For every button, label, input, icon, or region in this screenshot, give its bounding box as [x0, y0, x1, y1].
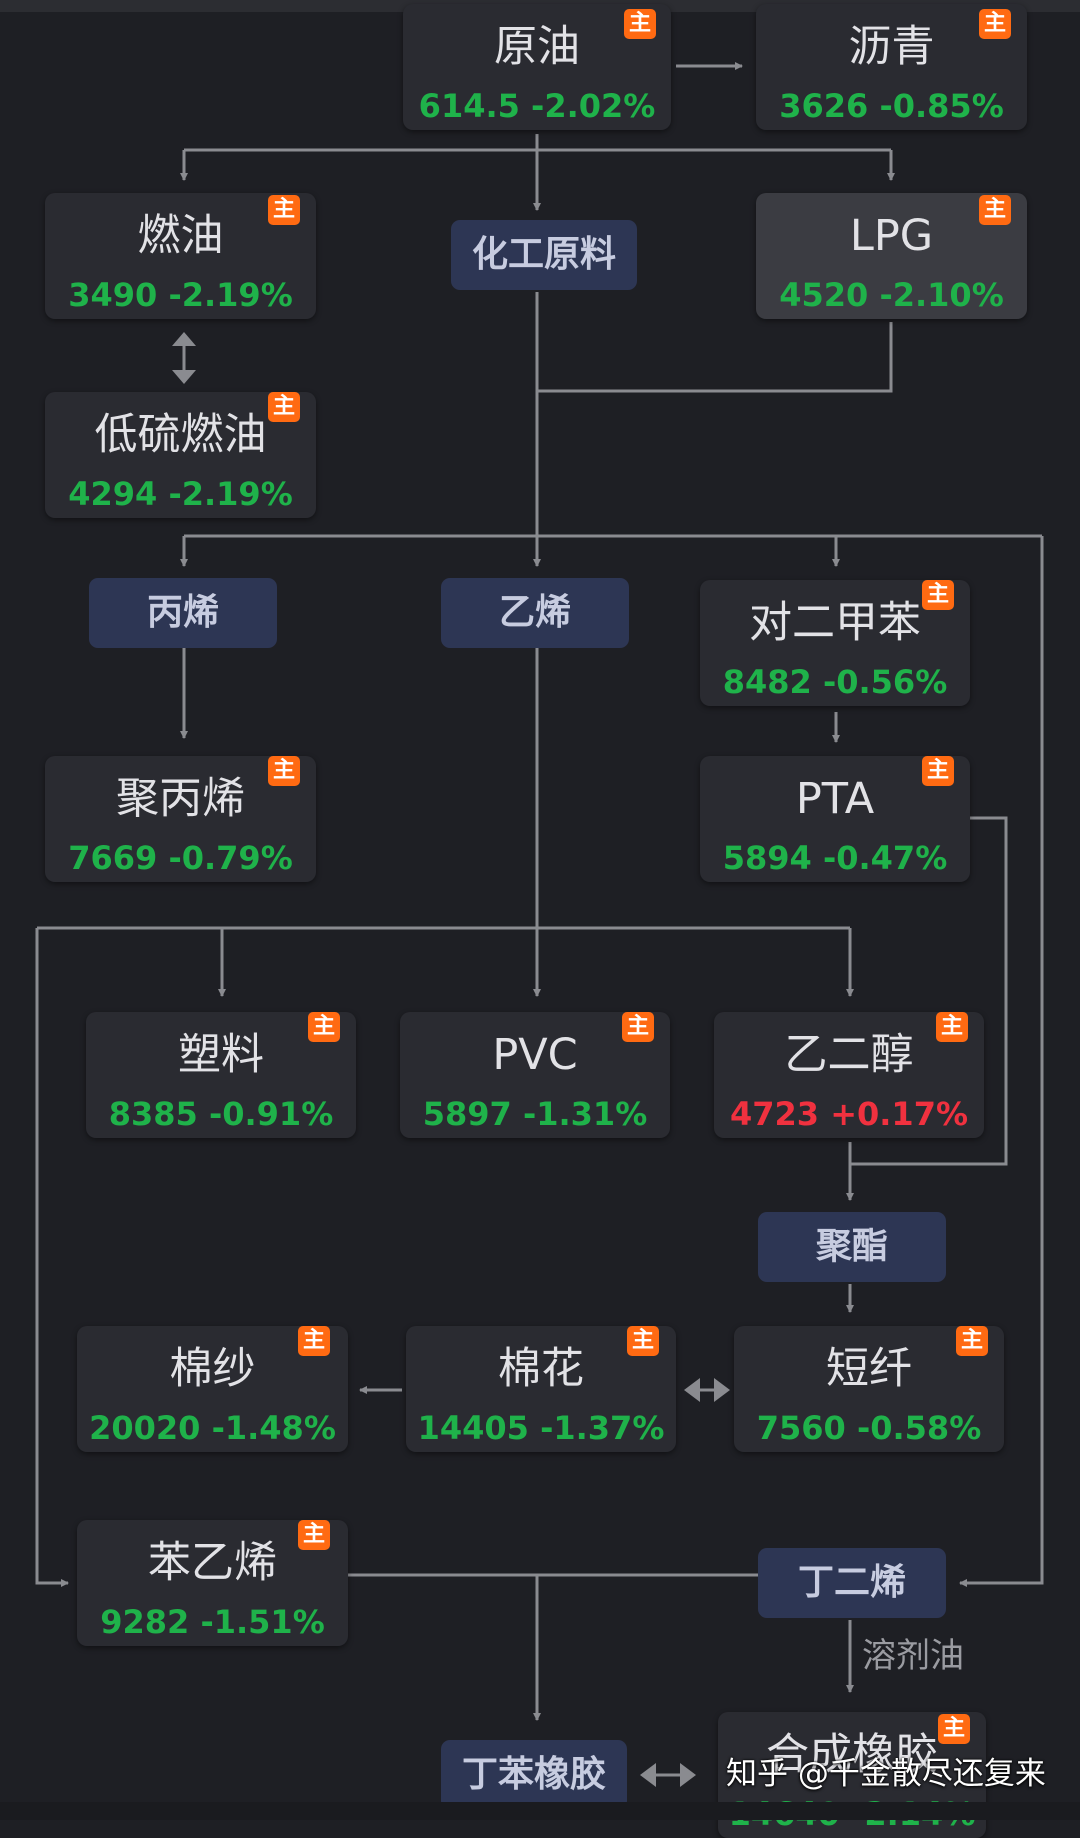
main-contract-badge: 主 [308, 1012, 340, 1042]
product-name: 燃油 [137, 211, 224, 261]
main-contract-badge: 主 [624, 9, 656, 39]
category-polyester[interactable]: 聚酯 [758, 1212, 946, 1282]
product-name: 棉花 [498, 1344, 584, 1394]
card-pvc[interactable]: PVC 5897 -1.31% 主 [400, 1012, 670, 1138]
product-name: 短纤 [826, 1344, 912, 1394]
card-lpg[interactable]: LPG 4520 -2.10% 主 [756, 193, 1027, 319]
watermark: 知乎 @千金散尽还复来 [726, 1756, 1046, 1792]
product-name: 苯乙烯 [148, 1538, 277, 1588]
product-quote: 3490 -2.19% [68, 276, 293, 314]
product-quote: 7669 -0.79% [68, 839, 293, 877]
arrowhead-left-sbr [640, 1763, 656, 1787]
main-contract-badge: 主 [979, 9, 1011, 39]
product-quote: 614.5 -2.02% [418, 87, 656, 125]
product-quote: 4294 -2.19% [68, 475, 293, 513]
main-contract-badge: 主 [922, 580, 954, 610]
card-staple-fiber[interactable]: 短纤 7560 -0.58% 主 [734, 1326, 1004, 1452]
bottom-edge-bar [0, 1802, 1080, 1820]
card-px[interactable]: 对二甲苯 8482 -0.56% 主 [700, 580, 970, 706]
category-chemical-materials[interactable]: 化工原料 [451, 220, 637, 290]
product-quote: 7560 -0.58% [756, 1409, 982, 1447]
product-quote: 5894 -0.47% [722, 839, 948, 877]
product-quote: 3626 -0.85% [779, 87, 1004, 125]
card-pta[interactable]: PTA 5894 -0.47% 主 [700, 756, 970, 882]
product-name: 乙二醇 [784, 1030, 914, 1080]
card-eg[interactable]: 乙二醇 4723 +0.17% 主 [714, 1012, 984, 1138]
product-name: 沥青 [848, 22, 935, 72]
arrow-to-styrene [35, 928, 69, 1587]
product-quote: 5897 -1.31% [422, 1095, 648, 1133]
product-quote: 20020 -1.48% [89, 1409, 336, 1447]
card-cotton-yarn[interactable]: 棉纱 20020 -1.48% 主 [77, 1326, 348, 1452]
category-butadiene[interactable]: 丁二烯 [758, 1548, 946, 1618]
product-name: 塑料 [178, 1030, 264, 1080]
arrow-to-butadiene [959, 536, 1044, 1587]
product-name: 聚丙烯 [116, 774, 245, 824]
arrowhead-up-fuel-oil [172, 332, 196, 346]
main-contract-badge: 主 [922, 756, 954, 786]
product-name: 对二甲苯 [749, 598, 921, 648]
arrowhead-left-cotton [684, 1378, 700, 1402]
main-contract-badge: 主 [936, 1012, 968, 1042]
category-propylene[interactable]: 丙烯 [89, 578, 277, 648]
category-sbr[interactable]: 丁苯橡胶 [441, 1740, 627, 1810]
main-contract-badge: 主 [268, 756, 300, 786]
main-contract-badge: 主 [298, 1326, 330, 1356]
product-name: PVC [492, 1030, 578, 1080]
product-name: 低硫燃油 [94, 410, 267, 460]
main-contract-badge: 主 [979, 195, 1011, 225]
card-low-sulfur-fuel-oil[interactable]: 低硫燃油 4294 -2.19% 主 [45, 392, 316, 518]
category-ethylene[interactable]: 乙烯 [441, 578, 629, 648]
card-plastic[interactable]: 塑料 8385 -0.91% 主 [86, 1012, 356, 1138]
product-quote: 8482 -0.56% [722, 663, 948, 701]
product-quote: 4723 +0.17% [729, 1095, 969, 1133]
arrowhead-right-synthetic [680, 1763, 696, 1787]
product-quote: 8385 -0.91% [108, 1095, 334, 1133]
product-name: LPG [849, 211, 934, 261]
main-contract-badge: 主 [298, 1520, 330, 1550]
main-contract-badge: 主 [627, 1326, 659, 1356]
product-name: PTA [795, 774, 875, 824]
card-styrene[interactable]: 苯乙烯 9282 -1.51% 主 [77, 1520, 348, 1646]
main-contract-badge: 主 [268, 195, 300, 225]
product-quote: 4520 -2.10% [779, 276, 1004, 314]
product-name: 棉纱 [169, 1344, 256, 1394]
card-cotton[interactable]: 棉花 14405 -1.37% 主 [406, 1326, 676, 1452]
card-pp[interactable]: 聚丙烯 7669 -0.79% 主 [45, 756, 316, 882]
main-contract-badge: 主 [938, 1714, 970, 1744]
card-crude[interactable]: 原油 614.5 -2.02% 主 [403, 4, 671, 130]
arrowhead-down-low-sulfur [172, 370, 196, 384]
card-asphalt[interactable]: 沥青 3626 -0.85% 主 [756, 4, 1027, 130]
product-name: 合成橡胶 [766, 1730, 938, 1780]
main-contract-badge: 主 [622, 1012, 654, 1042]
arrowhead-right-staple [714, 1378, 730, 1402]
product-quote: 9282 -1.51% [100, 1603, 325, 1641]
card-fuel-oil[interactable]: 燃油 3490 -2.19% 主 [45, 193, 316, 319]
solvent-oil-label: 溶剂油 [862, 1636, 964, 1676]
line-pta-to-polyester [850, 816, 1008, 1166]
main-contract-badge: 主 [268, 392, 300, 422]
main-contract-badge: 主 [956, 1326, 988, 1356]
product-quote: 14405 -1.37% [417, 1409, 665, 1447]
product-name: 原油 [494, 22, 580, 72]
line-lpg-merge [537, 322, 893, 393]
